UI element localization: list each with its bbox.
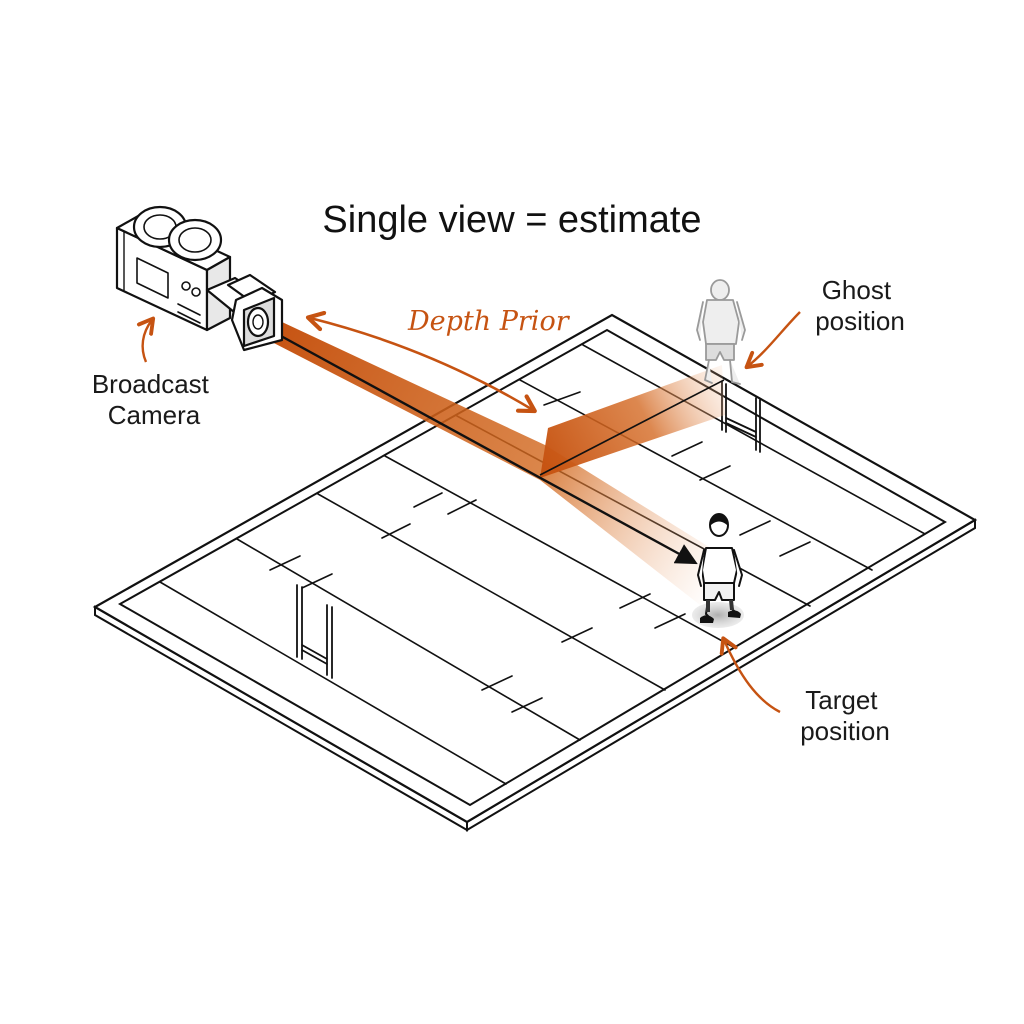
depth-prior-label: Depth Prior: [407, 306, 571, 337]
broadcast-camera-icon: [115, 205, 284, 352]
ghost-label: Ghost position: [815, 275, 905, 336]
target-label: Target position: [800, 685, 890, 746]
rugby-goalpost-icon: [296, 584, 333, 679]
camera-label: Broadcast Camera: [92, 369, 216, 430]
player-figure-icon: [692, 513, 744, 628]
target-label-arrow: [719, 636, 781, 714]
rugby-goalpost-icon: [721, 381, 761, 453]
ghost-label-arrow: [744, 311, 801, 370]
rugby-field: [92, 313, 978, 832]
ghost-player-figure-icon: [696, 279, 746, 385]
depth-prior-arrow: [305, 310, 537, 414]
page-title: Single view = estimate: [322, 199, 701, 241]
camera-label-arrow: [136, 316, 156, 363]
field-hash-marks: [269, 391, 811, 713]
